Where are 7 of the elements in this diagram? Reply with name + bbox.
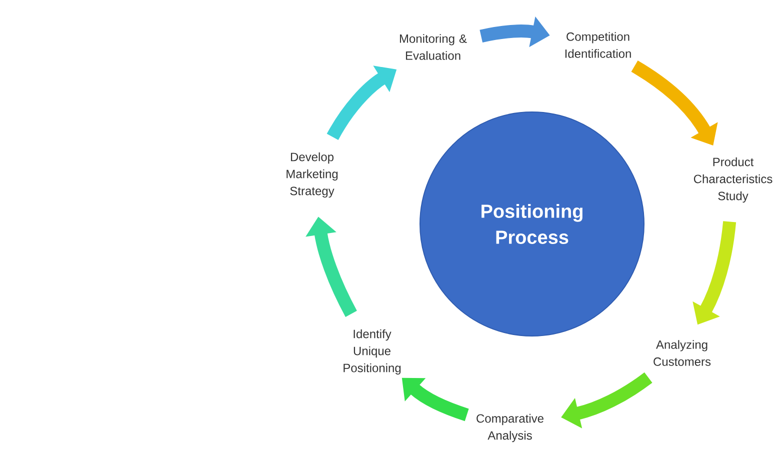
- step-label: Product Characteristics Study: [694, 157, 772, 203]
- step-label: Identify Unique Positioning: [344, 329, 401, 375]
- step-label: Comparative Analysis: [476, 414, 544, 442]
- step-label: Monitoring & Evaluation: [400, 34, 467, 60]
- step-label: Analyzing Customers: [654, 340, 711, 366]
- step-label: Competition Identification: [565, 32, 631, 58]
- step-label: Develop Marketing Strategy: [286, 152, 338, 198]
